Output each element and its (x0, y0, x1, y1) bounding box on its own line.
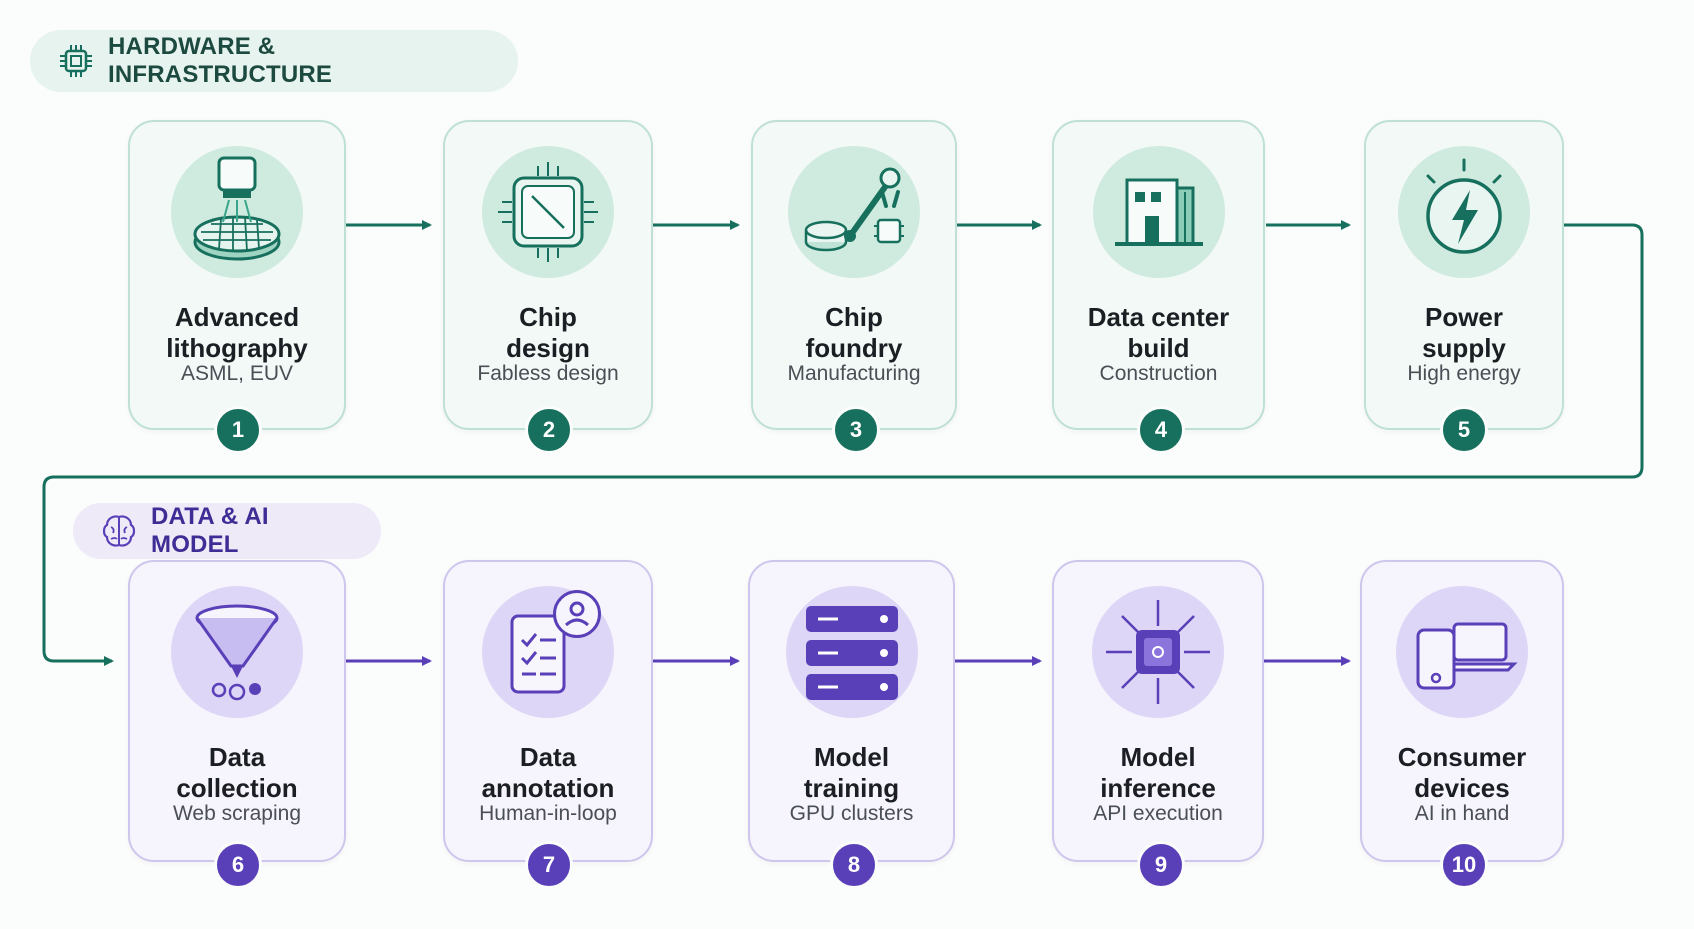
lithography-icon (171, 146, 303, 278)
step-number-badge: 10 (1440, 841, 1488, 889)
step-subtitle: Manufacturing (787, 362, 921, 385)
step-number-badge: 3 (832, 406, 880, 454)
step-subtitle: GPU clusters (789, 802, 914, 825)
person-icon (553, 590, 601, 638)
section-header-hardware: HARDWARE & INFRASTRUCTURE (30, 30, 518, 92)
step-subtitle: Construction (1099, 362, 1218, 385)
building-icon (1092, 146, 1225, 278)
step-number-badge: 7 (525, 841, 573, 889)
step-subtitle: High energy (1407, 362, 1521, 385)
step-number-badge: 8 (830, 841, 878, 889)
chip-design-icon (482, 146, 614, 278)
step-number-badge: 5 (1440, 406, 1488, 454)
lightning-icon (1398, 146, 1530, 278)
section-header-data-ai: DATA & AI MODEL (73, 503, 381, 559)
step-subtitle: Web scraping (172, 802, 301, 825)
step-number-badge: 2 (525, 406, 573, 454)
section-label: HARDWARE & INFRASTRUCTURE (108, 33, 333, 88)
processor-icon (1092, 586, 1224, 718)
step-subtitle: Fabless design (477, 362, 619, 385)
chip-icon (56, 41, 96, 81)
funnel-icon (171, 586, 303, 718)
devices-icon (1396, 586, 1528, 718)
step-number-badge: 9 (1137, 841, 1185, 889)
brain-icon (99, 511, 139, 551)
step-subtitle: AI in hand (1414, 802, 1510, 825)
section-label: DATA & AI MODEL (151, 503, 269, 558)
step-number-badge: 4 (1137, 406, 1185, 454)
step-number-badge: 1 (214, 406, 262, 454)
step-number-badge: 6 (214, 841, 262, 889)
step-subtitle: ASML, EUV (180, 362, 294, 385)
server-icon (785, 586, 918, 718)
step-subtitle: Human-in-loop (479, 802, 617, 825)
arrow-5-6 (42, 223, 1644, 666)
step-subtitle: API execution (1093, 802, 1223, 825)
robot-arm-icon (788, 146, 920, 278)
